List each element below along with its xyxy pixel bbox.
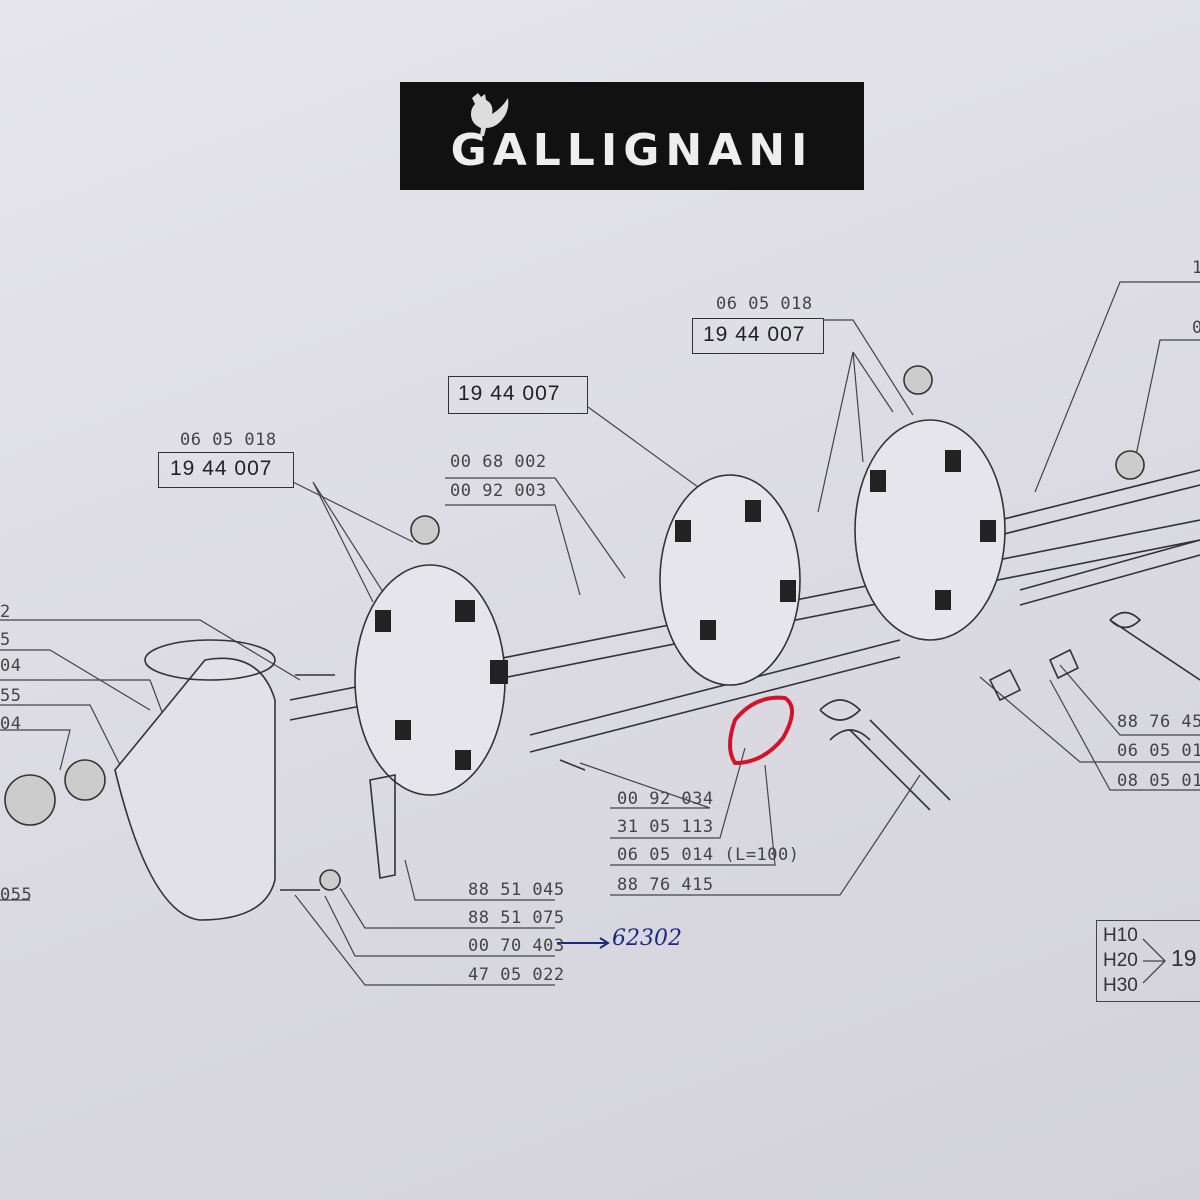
rotor-disc bbox=[354, 419, 1006, 796]
label-part: 19 44 007 bbox=[170, 457, 273, 480]
label-part: 06 05 013 bbox=[1117, 741, 1200, 761]
label-part: 47 05 022 bbox=[468, 965, 565, 985]
rooster-icon bbox=[471, 93, 509, 136]
label-part: 00 92 034 bbox=[617, 789, 714, 809]
label-part: 88 51 075 bbox=[468, 908, 565, 928]
model-box: H10 H20 H30 19 bbox=[1096, 920, 1200, 1002]
label-part: 88 76 451 bbox=[1117, 712, 1200, 732]
label-part: 00 68 002 bbox=[450, 452, 547, 472]
model-label: H10 bbox=[1103, 925, 1138, 946]
label-part: 5 bbox=[0, 630, 11, 650]
label-part: 19 44 007 bbox=[458, 382, 561, 405]
label-part: 04 bbox=[0, 656, 22, 676]
bracket-arrow-icon bbox=[1142, 938, 1166, 984]
highlight-circle bbox=[728, 695, 794, 766]
part-box bbox=[692, 318, 824, 354]
label-part: 0 bbox=[1192, 318, 1200, 338]
part-box bbox=[448, 376, 588, 414]
leader-lines bbox=[0, 281, 1200, 986]
label-part: 08 05 014 bbox=[1117, 771, 1200, 791]
label-part: 055 bbox=[0, 885, 33, 905]
label-part: 00 70 403 bbox=[468, 936, 565, 956]
model-code: 19 bbox=[1171, 945, 1197, 971]
model-label: H20 bbox=[1103, 950, 1138, 971]
label-part: 06 05 014 (L=100) bbox=[617, 845, 800, 865]
label-part: 2 bbox=[0, 602, 11, 622]
label-part: 19 44 007 bbox=[703, 323, 806, 346]
label-part: 55 bbox=[0, 686, 22, 706]
label-part: 06 05 018 bbox=[180, 430, 277, 450]
brand-name: GALLIGNANI bbox=[450, 125, 814, 176]
label-part: 88 76 415 bbox=[617, 875, 714, 895]
handwritten-note: 62302 bbox=[612, 926, 682, 951]
label-part: 00 92 003 bbox=[450, 481, 547, 501]
label-part: 1 bbox=[1192, 258, 1200, 278]
label-part: 04 bbox=[0, 714, 22, 734]
label-part: 31 05 113 bbox=[617, 817, 714, 837]
label-part: 06 05 018 bbox=[716, 294, 813, 314]
model-label: H30 bbox=[1103, 975, 1138, 996]
label-part: 88 51 045 bbox=[468, 880, 565, 900]
part-box bbox=[158, 452, 294, 488]
